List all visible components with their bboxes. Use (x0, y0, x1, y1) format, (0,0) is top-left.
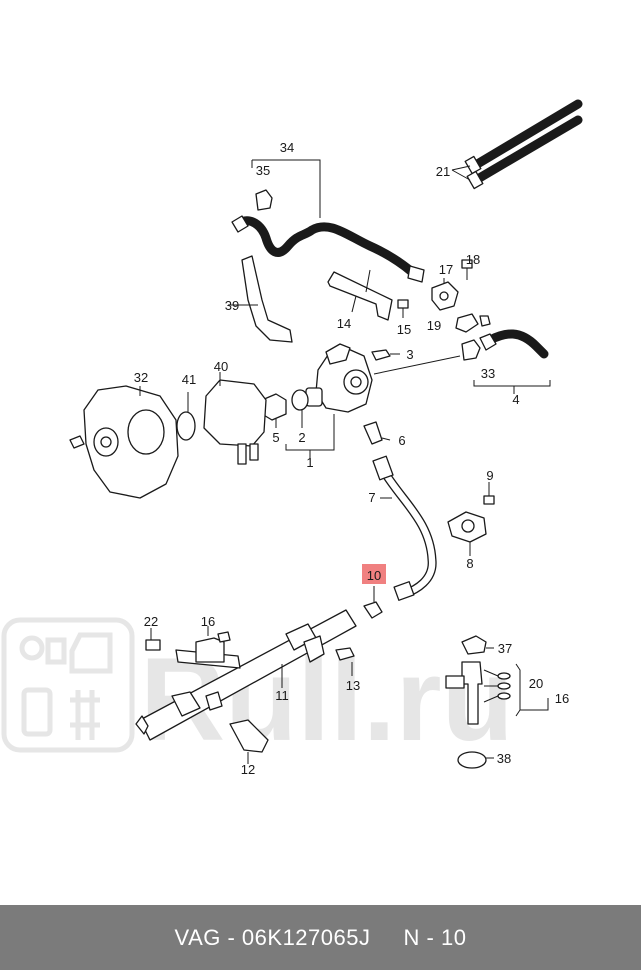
part-35-plug (255, 189, 273, 211)
watermark-shock-icon (70, 690, 100, 740)
label-6: 6 (398, 433, 405, 448)
part-41-oring (176, 392, 196, 441)
label-12: 12 (241, 762, 255, 777)
part-34-hose (231, 159, 425, 283)
label-22: 22 (144, 614, 158, 629)
label-13: 13 (346, 678, 360, 693)
label-32: 32 (134, 370, 148, 385)
watermark-frame (1, 617, 135, 753)
label-15: 15 (397, 322, 411, 337)
label-38: 38 (497, 751, 511, 766)
part-15-bolt (397, 299, 409, 318)
part-2-oring (291, 389, 309, 428)
highlight-box-10 (362, 564, 386, 584)
label-17: 17 (439, 262, 453, 277)
part-32-vacuum-pump (69, 385, 179, 499)
exploded-view-svg: Rull.ru (1, 99, 583, 777)
label-5: 5 (272, 430, 279, 445)
label-35: 35 (256, 163, 270, 178)
label-34: 34 (280, 140, 294, 155)
part-22-plug (145, 628, 161, 651)
part-8-clamp (447, 511, 487, 556)
label-40: 40 (214, 359, 228, 374)
part-40-cover (203, 372, 267, 465)
label-21: 21 (436, 164, 450, 179)
part-number-footer: VAG - 06K127065J N - 10 (0, 905, 641, 970)
watermark-wheel-icon (19, 635, 45, 661)
label-4: 4 (512, 392, 519, 407)
part-21-straps (451, 99, 583, 190)
label-9: 9 (486, 468, 493, 483)
label-33: 33 (481, 366, 495, 381)
label-3: 3 (406, 347, 413, 362)
part-18-bolt (461, 259, 473, 280)
label-11: 11 (275, 688, 289, 703)
watermark-door-icon (69, 632, 113, 674)
label-18: 18 (466, 252, 480, 267)
part-11-fuel-rail (135, 609, 357, 741)
part-10-union (363, 586, 383, 619)
part-16-injector (175, 626, 241, 669)
part-20-seals (483, 669, 511, 703)
watermark-canister-icon (21, 687, 53, 737)
label-2: 2 (298, 430, 305, 445)
parts-diagram: Rull.ru (1, 99, 583, 777)
label-16-right: 16 (555, 691, 569, 706)
label-14: 14 (337, 316, 351, 331)
watermark-oil-icon (45, 637, 67, 665)
part-13-bolt (335, 647, 355, 676)
part-12-sensor (229, 719, 269, 764)
part-14-bracket (327, 269, 393, 321)
label-16-left: 16 (201, 614, 215, 629)
part-37-clip (461, 635, 494, 655)
part-9-bolt (483, 482, 495, 505)
label-8: 8 (466, 556, 473, 571)
callout-labels: 34 35 21 18 17 39 14 15 19 3 40 33 32 41… (134, 140, 569, 777)
part-38-ring (457, 751, 494, 769)
label-20: 20 (529, 676, 543, 691)
label-41: 41 (182, 372, 196, 387)
part-16-injector-detail (445, 661, 549, 725)
part-6-fitting (363, 421, 391, 445)
part-3-bolt (371, 349, 400, 361)
label-7: 7 (368, 490, 375, 505)
label-19: 19 (427, 318, 441, 333)
label-10: 10 (367, 568, 381, 583)
part-4-hose (461, 329, 551, 394)
label-1: 1 (306, 455, 313, 470)
part-39-line (228, 255, 293, 343)
label-39: 39 (225, 298, 239, 313)
part-7-pressure-line (372, 455, 437, 601)
part-1-pump (285, 343, 461, 460)
part-17-valve (431, 278, 459, 311)
footer-text: VAG - 06K127065J N - 10 (174, 924, 467, 950)
part-19-sensor (455, 313, 491, 333)
label-37: 37 (498, 641, 512, 656)
